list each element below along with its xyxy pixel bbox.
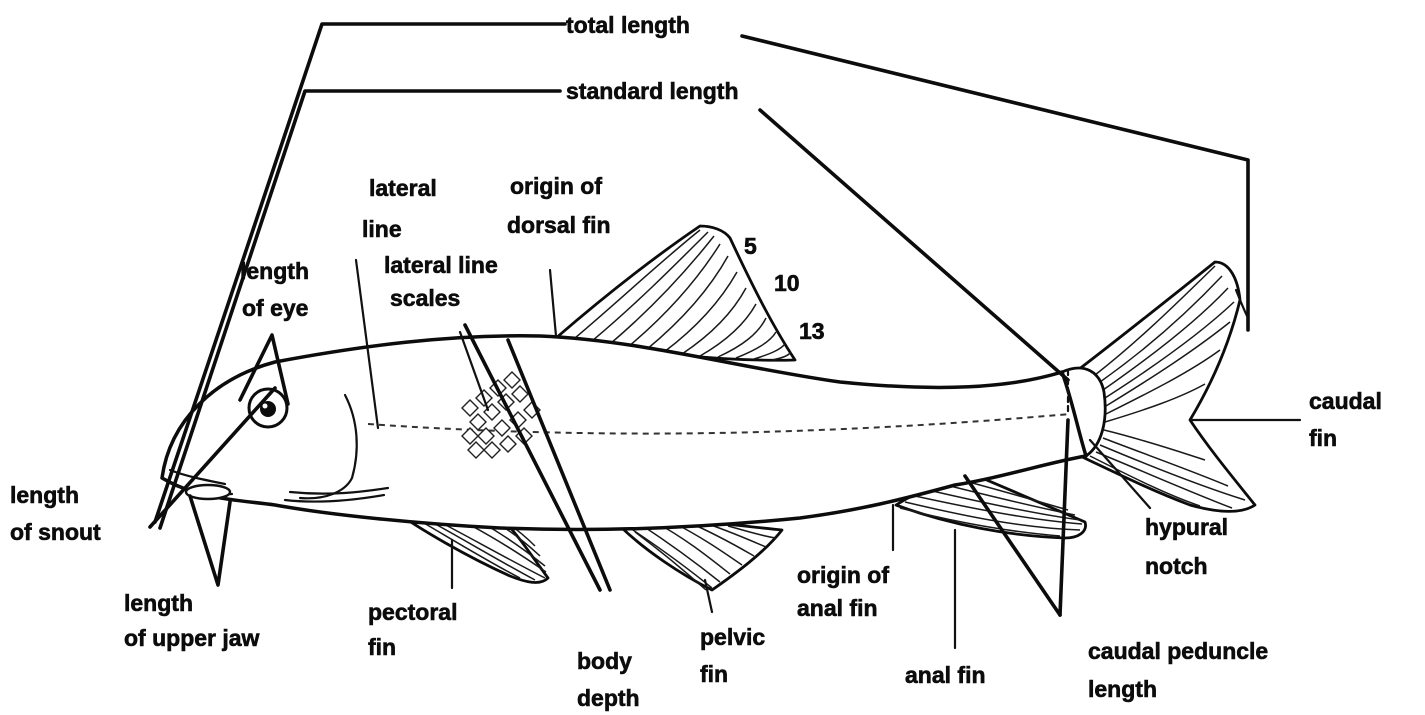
label-caudal-peduncle-2: length (1088, 676, 1157, 702)
label-length-eye-2: of eye (242, 295, 308, 321)
label-origin-anal-2: anal fin (797, 595, 878, 621)
label-body-depth-2: depth (577, 685, 640, 711)
label-length-eye-1: length (240, 258, 309, 284)
label-ray-10: 10 (774, 270, 800, 296)
label-ray-5: 5 (744, 233, 757, 259)
label-pelvic-2: fin (700, 661, 728, 687)
lip (186, 485, 230, 499)
label-pectoral-2: fin (368, 634, 396, 660)
caudal-fin (1078, 262, 1255, 511)
label-lateral-line-2: line (362, 216, 402, 242)
label-hypural-notch-1: hypural (1145, 514, 1228, 540)
label-length-snout-2: of snout (10, 519, 101, 545)
label-caudal-fin-1: caudal (1309, 388, 1382, 414)
eye-highlight (263, 404, 268, 409)
label-body-depth-1: body (577, 648, 632, 674)
origin-dorsal-leader (550, 270, 556, 336)
label-upper-jaw-2: of upper jaw (124, 625, 260, 651)
label-ray-13: 13 (799, 318, 825, 344)
total-length-line-right (742, 36, 1248, 330)
label-pelvic-1: pelvic (700, 624, 765, 650)
label-caudal-fin-2: fin (1309, 425, 1337, 451)
label-lateral-line-scales-2: scales (390, 285, 460, 311)
label-origin-dorsal-2: dorsal fin (507, 212, 611, 238)
label-upper-jaw-1: length (124, 590, 193, 616)
label-total-length: total length (566, 12, 690, 38)
label-pectoral-1: pectoral (368, 599, 457, 625)
label-hypural-notch-2: notch (1145, 553, 1208, 579)
label-anal-fin: anal fin (905, 662, 986, 688)
label-origin-dorsal-1: origin of (510, 173, 602, 199)
label-caudal-peduncle-1: caudal peduncle (1088, 638, 1268, 664)
label-standard-length: standard length (566, 78, 739, 104)
label-lateral-line-scales-1: lateral line (384, 252, 498, 278)
label-length-snout-1: length (10, 482, 79, 508)
upper-jaw-line (190, 496, 230, 585)
label-lateral-line-1: lateral (369, 175, 437, 201)
label-origin-anal-1: origin of (797, 562, 889, 588)
